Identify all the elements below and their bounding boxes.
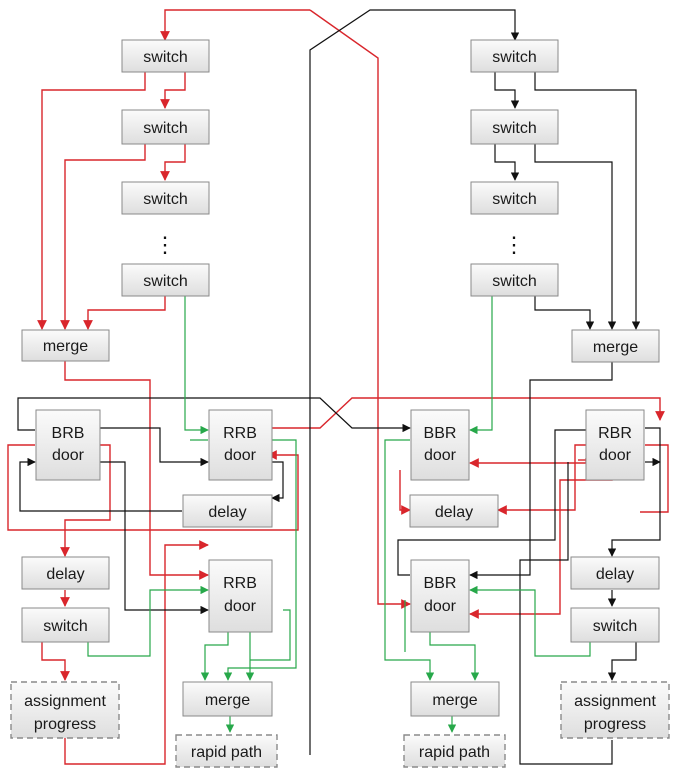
- svg-text:switch: switch: [143, 49, 187, 66]
- switch-node[interactable]: switch: [121, 263, 210, 297]
- switch-node[interactable]: switch: [470, 263, 559, 297]
- ellipsis: ⋮: [154, 232, 176, 257]
- svg-text:switch: switch: [492, 273, 536, 290]
- svg-text:switch: switch: [143, 273, 187, 290]
- black-connectors: [17, 9, 661, 765]
- assignment-progress-node[interactable]: assignment progress: [10, 681, 120, 739]
- svg-text:delay: delay: [435, 504, 473, 521]
- svg-text:switch: switch: [492, 191, 536, 208]
- rapid-path-node[interactable]: rapid path: [175, 734, 278, 768]
- svg-text:rapid path: rapid path: [191, 744, 262, 761]
- switch-node[interactable]: switch: [470, 181, 559, 215]
- svg-text:delay: delay: [208, 504, 246, 521]
- rrb-door-node[interactable]: RRB door: [208, 559, 273, 633]
- svg-text:switch: switch: [43, 618, 87, 635]
- merge-node[interactable]: merge: [21, 329, 110, 362]
- delay-node[interactable]: delay: [409, 494, 499, 528]
- svg-text:door: door: [424, 447, 457, 464]
- switch-node[interactable]: switch: [121, 181, 210, 215]
- switch-node[interactable]: switch: [470, 109, 559, 145]
- svg-text:door: door: [224, 447, 257, 464]
- svg-text:progress: progress: [34, 716, 96, 733]
- svg-text:door: door: [599, 447, 632, 464]
- svg-text:BBR: BBR: [424, 575, 457, 592]
- svg-text:switch: switch: [143, 120, 187, 137]
- svg-text:rapid path: rapid path: [419, 744, 490, 761]
- svg-text:delay: delay: [596, 566, 634, 583]
- bbr-door-node[interactable]: BBR door: [410, 559, 470, 633]
- svg-text:BRB: BRB: [52, 425, 85, 442]
- switch-node[interactable]: switch: [470, 39, 559, 73]
- svg-text:BBR: BBR: [424, 425, 457, 442]
- svg-text:switch: switch: [143, 191, 187, 208]
- svg-text:RRB: RRB: [223, 425, 257, 442]
- svg-text:merge: merge: [593, 339, 638, 356]
- rbr-door-node[interactable]: RBR door: [585, 409, 645, 481]
- svg-text:switch: switch: [492, 120, 536, 137]
- svg-text:switch: switch: [492, 49, 536, 66]
- red-connectors: [7, 9, 669, 765]
- rapid-path-node[interactable]: rapid path: [403, 734, 506, 768]
- brb-door-node[interactable]: BRB door: [35, 409, 101, 481]
- delay-node[interactable]: delay: [21, 556, 110, 590]
- assignment-progress-node[interactable]: assignment progress: [560, 681, 670, 739]
- switch-node[interactable]: switch: [121, 39, 210, 73]
- left-column: switch switch switch ⋮ switch merge BRB …: [10, 39, 278, 768]
- svg-text:assignment: assignment: [24, 693, 106, 710]
- svg-text:merge: merge: [43, 338, 88, 355]
- svg-text:RRB: RRB: [223, 575, 257, 592]
- switch-node[interactable]: switch: [570, 607, 660, 643]
- svg-text:door: door: [52, 447, 85, 464]
- svg-text:merge: merge: [205, 692, 250, 709]
- delay-node[interactable]: delay: [182, 494, 273, 528]
- ellipsis: ⋮: [503, 232, 525, 257]
- svg-text:door: door: [224, 598, 257, 615]
- svg-text:progress: progress: [584, 716, 646, 733]
- merge-node[interactable]: merge: [571, 329, 660, 363]
- svg-text:merge: merge: [432, 692, 477, 709]
- switch-node[interactable]: switch: [21, 607, 110, 643]
- bbr-door-node[interactable]: BBR door: [410, 409, 470, 481]
- merge-node[interactable]: merge: [182, 681, 273, 717]
- right-column: switch switch switch ⋮ switch merge BBR …: [403, 39, 670, 768]
- svg-text:RBR: RBR: [598, 425, 632, 442]
- svg-text:delay: delay: [46, 566, 84, 583]
- svg-text:switch: switch: [593, 618, 637, 635]
- svg-text:assignment: assignment: [574, 693, 656, 710]
- rrb-door-node[interactable]: RRB door: [208, 409, 273, 481]
- delay-node[interactable]: delay: [570, 556, 660, 590]
- switch-node[interactable]: switch: [121, 109, 210, 145]
- svg-text:door: door: [424, 598, 457, 615]
- merge-node[interactable]: merge: [410, 681, 500, 717]
- green-connectors: [87, 296, 591, 733]
